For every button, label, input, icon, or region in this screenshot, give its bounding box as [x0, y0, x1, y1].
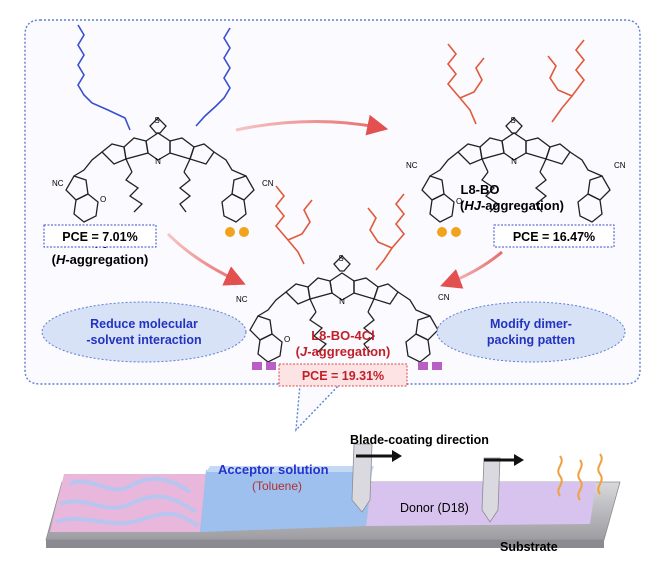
- bubble-right-line2: packing patten: [487, 333, 575, 347]
- l8bo4cl-branch-right: [367, 207, 393, 249]
- l8bo-name: L8-BO: [461, 182, 500, 197]
- l8bo-nitrogen-label: N: [511, 157, 517, 166]
- l8bo4cl-pce-box: [278, 363, 408, 387]
- bubble-right-line1: Modify dimer-: [490, 317, 572, 331]
- heat-wave-3: [597, 453, 603, 495]
- acceptor-solution-label: Acceptor solution: [218, 462, 329, 477]
- l8bo4cl-nitrogen-label: N: [339, 297, 345, 306]
- l8bo-pce-box: [493, 224, 615, 248]
- l8bo-sulfur-label: S: [510, 116, 515, 125]
- y6-oxygen-label: O: [100, 195, 106, 204]
- y6-fluorine-marker-4: [239, 227, 249, 237]
- l8bo4cl-branch-left: [287, 199, 313, 241]
- blade-motion-arrow-right: [514, 454, 524, 466]
- l8bo4cl-sulfur-label: S: [338, 254, 343, 263]
- l8bo-pce: PCE = 16.47%: [513, 230, 595, 244]
- blade-left: [351, 443, 373, 513]
- arrow-y6-to-l8bo4cl: [166, 232, 246, 286]
- bubble-left-line1: Reduce molecular: [90, 317, 198, 331]
- solvent-label: (Toluene): [252, 479, 302, 493]
- y6-sulfur-label: S: [154, 116, 159, 125]
- y6-chain-left: [77, 24, 131, 131]
- heat-wave-1: [557, 455, 563, 497]
- l8bo4cl-chain-right: [375, 193, 406, 271]
- l8bo-chain-left: [446, 43, 477, 125]
- y6-chain-right: [195, 27, 231, 127]
- l8bo-aggregation: (HJ-aggregation): [460, 198, 564, 213]
- l8bo-nitrile-label: NC: [406, 161, 418, 170]
- acceptor-solution-slab: [200, 470, 372, 532]
- l8bo4cl-chlorine-marker-4: [432, 362, 442, 370]
- y6-nitrile-right-label: CN: [262, 179, 274, 188]
- l8bo4cl-chlorine-marker-3: [418, 362, 428, 370]
- y6-aggregation: (H-aggregation): [52, 252, 149, 267]
- blade-motion-arrow-left: [392, 450, 402, 462]
- l8bo-nitrile-right-label: CN: [614, 161, 626, 170]
- donor-label: Donor (D18): [400, 501, 469, 515]
- y6-nitrogen-label: N: [155, 157, 161, 166]
- bubble-left-line2: -solvent interaction: [86, 333, 201, 347]
- substrate-edge: [46, 540, 604, 548]
- acceptor-solution-top: [206, 466, 374, 472]
- l8bo4cl-chlorine-marker: [252, 362, 262, 370]
- l8bo-chain-right: [551, 39, 586, 123]
- l8bo4cl-chain-left: [274, 185, 305, 265]
- l8bo-branch-left: [459, 57, 485, 99]
- l8bo-fluorine-marker-2: [451, 227, 461, 237]
- donor-film-pattern: [55, 476, 200, 528]
- blade-right: [481, 457, 501, 523]
- l8bo4cl-oxygen-label: O: [284, 335, 290, 344]
- y6-pce-box: [43, 224, 157, 248]
- arrow-y6-to-l8bo: [235, 114, 389, 136]
- l8bo-branch-right: [547, 55, 573, 97]
- substrate-label: Substrate: [500, 540, 558, 554]
- y6-nitrile-label: NC: [52, 179, 64, 188]
- coating-process: [45, 443, 621, 548]
- y6-fluorine-marker-3: [225, 227, 235, 237]
- heat-wave-2: [577, 459, 583, 501]
- donor-film-right: [366, 482, 596, 526]
- bubble-reduce-interaction: Reduce molecular -solvent interaction: [41, 301, 247, 363]
- l8bo4cl-nitrile-right-label: CN: [438, 293, 450, 302]
- l8bo4cl-nitrile-label: NC: [236, 295, 248, 304]
- y6-pce: PCE = 7.01%: [62, 230, 137, 244]
- bubble-modify-packing: Modify dimer- packing patten: [436, 301, 626, 363]
- blade-direction-label: Blade-coating direction: [350, 433, 489, 447]
- l8bo-fluorine-marker: [437, 227, 447, 237]
- l8bo4cl-pce: PCE = 19.31%: [302, 369, 384, 383]
- l8bo4cl-name: L8-BO-4Cl: [311, 328, 375, 343]
- l8bo4cl-aggregation: (J-aggregation): [296, 344, 391, 359]
- l8bo4cl-molecule: S N NC CN O: [236, 185, 450, 370]
- l8bo4cl-chlorine-marker-2: [266, 362, 276, 370]
- l8bo-oxygen-label: O: [456, 197, 462, 206]
- arrow-l8bo-to-l8bo4cl: [440, 250, 503, 289]
